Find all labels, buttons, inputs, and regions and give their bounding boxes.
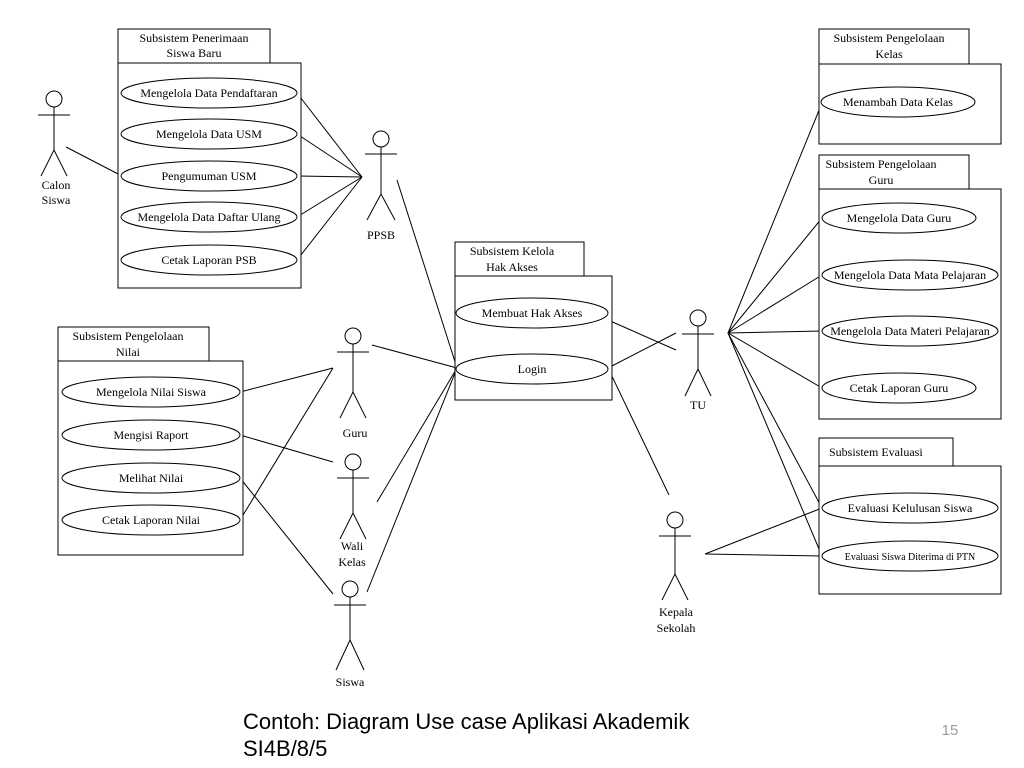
- package-title: Subsistem Pengelolaan: [826, 157, 937, 171]
- caption-line-1: Contoh: Diagram Use case Aplikasi Akadem…: [243, 709, 690, 734]
- svg-text:Sekolah: Sekolah: [657, 621, 696, 635]
- actor-tu[interactable]: TU: [682, 309, 714, 412]
- usecase-menambah-data-kelas[interactable]: Menambah Data Kelas: [820, 86, 976, 118]
- svg-text:Cetak Laporan Guru: Cetak Laporan Guru: [850, 381, 949, 395]
- svg-text:Pengumuman USM: Pengumuman USM: [161, 169, 256, 183]
- package-title: Subsistem Kelola: [470, 244, 555, 258]
- usecase-mengelola-data-usm[interactable]: Mengelola Data USM: [120, 118, 298, 150]
- svg-text:Melihat Nilai: Melihat Nilai: [119, 471, 184, 485]
- svg-text:Cetak Laporan Nilai: Cetak Laporan Nilai: [102, 513, 201, 527]
- svg-text:Kelas: Kelas: [338, 555, 366, 569]
- svg-text:Menambah Data Kelas: Menambah Data Kelas: [843, 95, 953, 109]
- svg-text:Wali: Wali: [341, 539, 364, 553]
- svg-text:Mengelola Data Pendaftaran: Mengelola Data Pendaftaran: [140, 86, 277, 100]
- svg-text:Mengelola Data Mata Pelajaran: Mengelola Data Mata Pelajaran: [834, 268, 986, 282]
- svg-text:Mengelola Data USM: Mengelola Data USM: [156, 127, 262, 141]
- package-title: Subsistem Pengelolaan: [834, 31, 945, 45]
- usecase-evaluasi-siswa-diterima-di-ptn[interactable]: Evaluasi Siswa Diterima di PTN: [821, 540, 999, 572]
- svg-text:Mengelola Data Guru: Mengelola Data Guru: [847, 211, 952, 225]
- page-number: 15: [941, 722, 959, 739]
- package-title: Hak Akses: [486, 260, 538, 274]
- svg-text:Mengisi Raport: Mengisi Raport: [114, 428, 190, 442]
- package-title: Subsistem Penerimaan: [140, 31, 249, 45]
- svg-text:Login: Login: [518, 362, 547, 376]
- package-title: Nilai: [116, 345, 141, 359]
- usecase-mengelola-data-materi-pelajaran[interactable]: Mengelola Data Materi Pelajaran: [821, 315, 999, 347]
- actor-siswa[interactable]: Siswa: [334, 580, 366, 689]
- svg-text:Mengelola Data Daftar Ulang: Mengelola Data Daftar Ulang: [138, 210, 281, 224]
- usecase-membuat-hak-akses[interactable]: Membuat Hak Akses: [455, 297, 609, 329]
- svg-text:PPSB: PPSB: [367, 228, 395, 242]
- usecase-mengelola-data-mata-pelajaran[interactable]: Mengelola Data Mata Pelajaran: [821, 259, 999, 291]
- usecase-login[interactable]: Login: [455, 353, 609, 385]
- usecase-cetak-laporan-psb[interactable]: Cetak Laporan PSB: [120, 244, 298, 276]
- svg-text:TU: TU: [690, 398, 706, 412]
- usecase-mengelola-nilai-siswa[interactable]: Mengelola Nilai Siswa: [61, 376, 241, 408]
- svg-text:Evaluasi Kelulusan Siswa: Evaluasi Kelulusan Siswa: [848, 501, 973, 515]
- actor-calon-siswa[interactable]: Calon Siswa: [38, 90, 71, 207]
- usecase-cetak-laporan-nilai[interactable]: Cetak Laporan Nilai: [61, 504, 241, 536]
- svg-text:Cetak Laporan PSB: Cetak Laporan PSB: [161, 253, 256, 267]
- actor-guru[interactable]: Guru: [337, 327, 369, 440]
- actor-kepala-sekolah[interactable]: Kepala Sekolah: [657, 511, 696, 635]
- association-lines: [65, 92, 823, 595]
- package-evaluasi: Subsistem Evaluasi: [818, 437, 1002, 595]
- usecase-pengumuman-usm[interactable]: Pengumuman USM: [120, 160, 298, 192]
- svg-text:Mengelola Nilai Siswa: Mengelola Nilai Siswa: [96, 385, 207, 399]
- svg-text:Mengelola Data Materi Pelajara: Mengelola Data Materi Pelajaran: [830, 324, 990, 338]
- svg-text:Guru: Guru: [343, 426, 368, 440]
- package-title: Guru: [869, 173, 894, 187]
- svg-text:Calon: Calon: [42, 178, 71, 192]
- usecase-mengelola-data-pendaftaran[interactable]: Mengelola Data Pendaftaran: [120, 77, 298, 109]
- usecase-cetak-laporan-guru[interactable]: Cetak Laporan Guru: [821, 372, 977, 404]
- actor-ppsb[interactable]: PPSB: [365, 130, 397, 242]
- actor-wali-kelas[interactable]: Wali Kelas: [337, 453, 369, 569]
- package-title: Subsistem Evaluasi: [829, 445, 923, 459]
- svg-text:Membuat Hak Akses: Membuat Hak Akses: [482, 306, 583, 320]
- usecase-mengisi-raport[interactable]: Mengisi Raport: [61, 419, 241, 451]
- usecase-evaluasi-kelulusan-siswa[interactable]: Evaluasi Kelulusan Siswa: [821, 492, 999, 524]
- usecase-mengelola-data-guru[interactable]: Mengelola Data Guru: [821, 202, 977, 234]
- slide-caption: Contoh: Diagram Use case Aplikasi Akadem…: [243, 708, 843, 762]
- svg-text:Siswa: Siswa: [336, 675, 365, 689]
- package-pengelolaan-kelas: Subsistem Pengelolaan Kelas: [818, 28, 1002, 145]
- package-title: Siswa Baru: [167, 46, 222, 60]
- svg-text:Siswa: Siswa: [42, 193, 71, 207]
- svg-text:Evaluasi Siswa Diterima di PTN: Evaluasi Siswa Diterima di PTN: [845, 552, 976, 563]
- usecase-melihat-nilai[interactable]: Melihat Nilai: [61, 462, 241, 494]
- usecase-mengelola-data-daftar-ulang[interactable]: Mengelola Data Daftar Ulang: [120, 201, 298, 233]
- package-title: Subsistem Pengelolaan: [73, 329, 184, 343]
- svg-text:Kepala: Kepala: [659, 605, 694, 619]
- package-title: Kelas: [875, 47, 903, 61]
- caption-line-2: SI4B/8/5: [243, 736, 328, 761]
